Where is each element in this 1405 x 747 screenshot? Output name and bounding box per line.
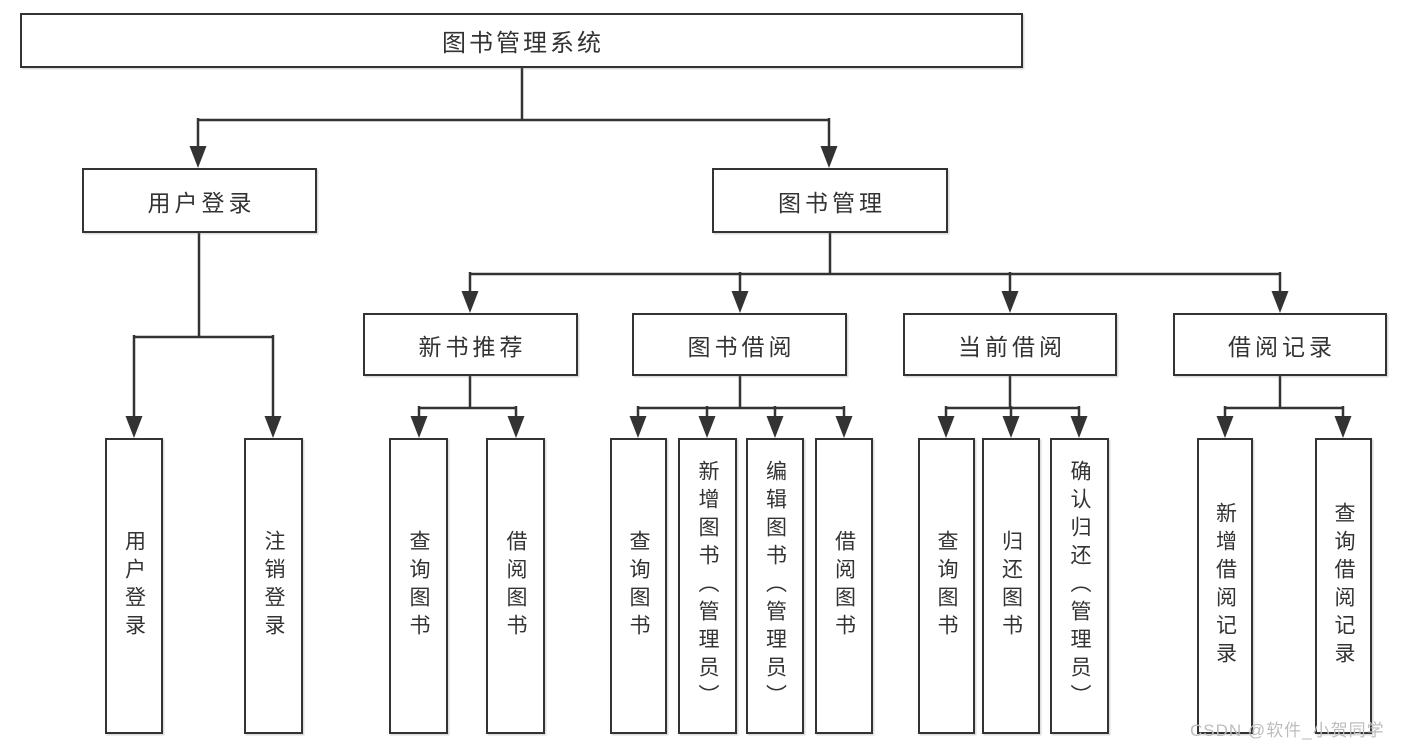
arrowhead xyxy=(189,146,207,168)
arrowhead xyxy=(629,416,647,438)
arrowhead xyxy=(937,416,955,438)
leaf-return-book: 归还图书 xyxy=(982,438,1040,734)
arrowhead xyxy=(461,291,479,313)
node-book-mgmt: 图书管理 xyxy=(712,168,948,233)
arrowhead xyxy=(125,416,143,438)
node-book-borrow: 图书借阅 xyxy=(632,313,847,376)
leaf-add-borrow-record: 新增借阅记录 xyxy=(1197,438,1253,734)
arrowhead xyxy=(1002,416,1020,438)
arrowhead xyxy=(410,416,428,438)
node-user-login: 用户登录 xyxy=(82,168,317,233)
arrowhead xyxy=(731,291,749,313)
connector-book-borrow-children xyxy=(629,376,853,438)
leaf-query-book-1: 查询图书 xyxy=(389,438,448,734)
arrowhead xyxy=(835,416,853,438)
leaf-user-login: 用户登录 xyxy=(105,438,163,734)
node-current-borrow: 当前借阅 xyxy=(903,313,1117,376)
arrowhead xyxy=(1216,416,1234,438)
leaf-query-book-2: 查询图书 xyxy=(610,438,667,734)
connector-new-book-children xyxy=(410,376,525,438)
arrowhead xyxy=(1271,291,1289,313)
arrowhead xyxy=(1001,291,1019,313)
connector-user-login-children xyxy=(125,233,282,438)
arrowhead xyxy=(766,416,784,438)
leaf-borrow-book-1: 借阅图书 xyxy=(486,438,545,734)
node-borrow-record: 借阅记录 xyxy=(1173,313,1387,376)
arrowhead xyxy=(820,146,838,168)
node-new-book-recommend: 新书推荐 xyxy=(363,313,578,376)
arrowhead xyxy=(698,416,716,438)
leaf-edit-book-admin: 编辑图书（管理员） xyxy=(746,438,804,734)
arrowhead xyxy=(1070,416,1088,438)
arrowhead xyxy=(1334,416,1352,438)
connector-borrow-record-children xyxy=(1216,376,1352,438)
connector-book-mgmt-children xyxy=(461,233,1289,313)
leaf-confirm-return-admin: 确认归还（管理员） xyxy=(1050,438,1109,734)
connector-current-borrow-children xyxy=(937,376,1088,438)
leaf-query-borrow-record: 查询借阅记录 xyxy=(1315,438,1372,734)
leaf-logout: 注销登录 xyxy=(244,438,303,734)
leaf-borrow-book-2: 借阅图书 xyxy=(815,438,873,734)
connector-root-to-level2 xyxy=(189,68,838,168)
node-root: 图书管理系统 xyxy=(20,13,1023,68)
arrowhead xyxy=(507,416,525,438)
leaf-add-book-admin: 新增图书（管理员） xyxy=(678,438,737,734)
arrowhead xyxy=(264,416,282,438)
leaf-query-book-3: 查询图书 xyxy=(918,438,975,734)
watermark: CSDN @软件_小贺同学 xyxy=(1190,721,1385,740)
